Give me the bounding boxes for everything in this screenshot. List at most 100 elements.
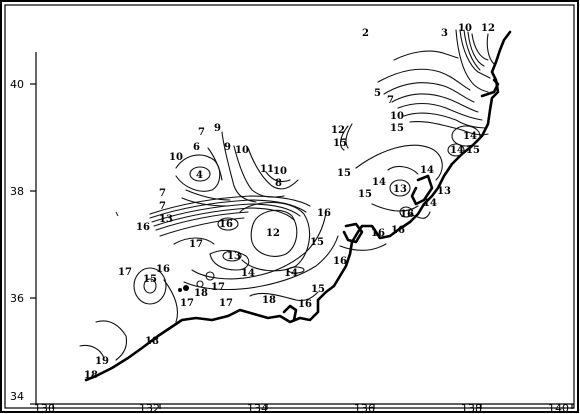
x-tick-label: 138 [461, 402, 482, 414]
island-dot [178, 288, 182, 292]
contour-line [95, 320, 128, 361]
contour-label: 19 [95, 356, 109, 367]
contour-label: 10 [169, 152, 183, 163]
contour-label: 14 [372, 177, 386, 188]
contour-closed [222, 250, 242, 262]
contour-label: 10 [273, 166, 287, 177]
contour-labels: 2 3 10 12 5 7 10 15 12 15 14 15 14 15 14… [84, 23, 495, 381]
contour-line [247, 147, 299, 190]
contour-closed [389, 179, 411, 197]
contour-line [207, 147, 223, 181]
contour-closed [133, 267, 167, 305]
coastline-bay2 [342, 222, 364, 244]
contour-label: 2 [362, 28, 369, 39]
contour-label: 15 [143, 274, 157, 285]
contour-closed [447, 143, 465, 157]
contour-label: 15 [310, 237, 324, 248]
contour-label: 9 [214, 123, 221, 134]
contour-label: 10 [458, 23, 472, 34]
contour-label: 17 [180, 298, 194, 309]
contour-label: 12 [481, 23, 495, 34]
contour-line [391, 93, 479, 113]
x-tick-label: 134 [247, 402, 268, 414]
coastline-bay3 [282, 304, 298, 322]
contour-line [393, 50, 459, 61]
contour-label: 16 [156, 264, 170, 275]
contour-label: 13 [159, 214, 173, 225]
contour-label: 12 [266, 228, 280, 239]
x-tick-label: 140 [548, 402, 569, 414]
contour-label: 14 [463, 131, 477, 142]
contour-line [486, 33, 495, 65]
contour-line [185, 189, 231, 201]
contour-label: 8 [275, 178, 282, 189]
contour-label: 7 [159, 188, 166, 199]
contour-label: 6 [193, 142, 200, 153]
contour-label: 10 [235, 145, 249, 156]
contour-closed [451, 125, 481, 147]
contour-closed [205, 271, 215, 281]
contour-label: 14 [284, 268, 298, 279]
contour-closed [143, 278, 157, 294]
contour-label: 16 [391, 225, 405, 236]
contour-label: 17 [189, 239, 203, 250]
contour-line [397, 102, 483, 121]
contour-label: 15 [466, 145, 480, 156]
contour-label: 16 [298, 299, 312, 310]
contour-line [191, 211, 327, 280]
contour-label: 18 [194, 288, 208, 299]
contour-line [345, 123, 353, 149]
coastline-main [84, 30, 512, 382]
x-tick-label: 132 [139, 402, 160, 414]
contour-line [371, 203, 419, 212]
contour-line [463, 29, 481, 71]
contour-lines [79, 29, 495, 361]
contour-line [409, 121, 489, 136]
contour-label: 13 [393, 184, 407, 195]
contour-line [209, 249, 250, 271]
contour-label: 7 [198, 127, 205, 138]
contour-label: 13 [227, 251, 241, 262]
contour-line [155, 211, 249, 231]
contour-label: 16 [333, 256, 347, 267]
contour-label: 17 [211, 282, 225, 293]
contour-line [173, 237, 215, 245]
contour-label: 5 [374, 88, 381, 99]
y-tick-label: 36 [10, 292, 24, 305]
contour-closed [217, 217, 239, 231]
contour-line [153, 207, 295, 227]
contour-label: 16 [400, 209, 414, 220]
contour-label: 16 [219, 219, 233, 230]
contour-label: 3 [441, 28, 448, 39]
contour-label: 17 [219, 298, 233, 309]
contour-closed [189, 166, 211, 182]
axes: 40 38 36 34 130 132 134 136 138 140 [10, 52, 574, 414]
contour-label: 18 [262, 295, 276, 306]
coastline-peninsula [480, 78, 500, 98]
contour-label: 14 [423, 198, 437, 209]
contour-label: 7 [159, 201, 166, 212]
y-tick-label: 34 [10, 390, 24, 403]
x-tick-label: 130 [34, 402, 55, 414]
contour-label: 14 [241, 268, 255, 279]
contour-line [163, 279, 179, 323]
contour-label: 14 [450, 145, 464, 156]
contour-line [339, 125, 349, 151]
coastline-bay [410, 174, 434, 206]
contour-closed [399, 206, 413, 218]
contour-label: 16 [136, 222, 150, 233]
contour-line [467, 31, 485, 67]
contour-line [151, 203, 301, 223]
contour-label: 15 [337, 168, 351, 179]
contour-line [383, 82, 475, 103]
inner-border [4, 4, 575, 409]
contour-line [265, 171, 291, 183]
contour-line [239, 202, 311, 272]
contour-label: 17 [118, 267, 132, 278]
x-tick-label: 136 [354, 402, 375, 414]
contour-line [471, 33, 489, 61]
contour-line [249, 291, 319, 302]
coastline [84, 30, 512, 382]
contour-label: 9 [224, 142, 231, 153]
